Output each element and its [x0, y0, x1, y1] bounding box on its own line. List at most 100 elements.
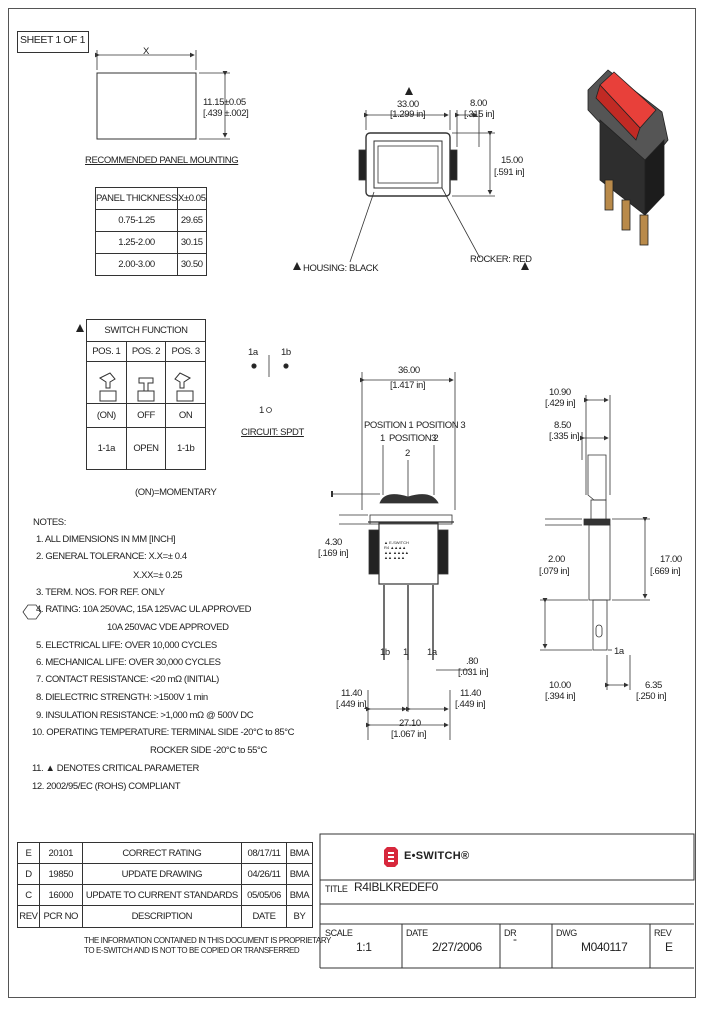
note-item: 1. ALL DIMENSIONS IN MM [INCH] — [36, 534, 176, 545]
side-d4-in: [.669 in] — [650, 566, 681, 577]
rev-header: PCR NO — [38, 905, 83, 928]
pos-header: POS. 1 — [86, 341, 127, 362]
rev-cell: 04/26/11 — [241, 863, 287, 885]
pos-symbol-cell — [125, 361, 167, 404]
rev-cell: 19850 — [38, 863, 83, 885]
panel-x-label: X — [143, 46, 149, 57]
rev-cell: 16000 — [38, 884, 83, 906]
panel-height-dim: 11.15±0.05 — [203, 97, 246, 108]
note-item: 2. GENERAL TOLERANCE: X.X=± 0.4 — [36, 551, 187, 562]
rev-cell: UPDATE TO CURRENT STANDARDS — [81, 884, 243, 906]
left-dim: 11.40 — [341, 688, 363, 699]
rev-header: REV — [17, 905, 40, 928]
title-label: TITLE — [325, 884, 348, 894]
panel-header-x: X±0.05 — [176, 187, 207, 210]
note-item: 11. ▲ DENOTES CRITICAL PARAMETER — [32, 763, 199, 774]
note-item: 5. ELECTRICAL LIFE: OVER 10,000 CYCLES — [36, 640, 217, 651]
top-view — [349, 110, 495, 263]
note-item: X.XX=± 0.25 — [133, 570, 183, 581]
position-2-label: POSITION 2 — [389, 433, 439, 444]
rev-cell: 08/17/11 — [241, 842, 287, 864]
panel-cell: 29.65 — [176, 209, 207, 232]
note-item: 6. MECHANICAL LIFE: OVER 30,000 CYCLES — [36, 657, 221, 668]
pos-header: POS. 2 — [125, 341, 167, 362]
rev-cell: 20101 — [38, 842, 83, 864]
rev-cell: BMA — [285, 863, 314, 885]
panel-header-thickness: PANEL THICKNESS — [95, 187, 178, 210]
note-item: 9. INSULATION RESISTANCE: >1,000 mΩ @ 50… — [36, 710, 254, 721]
panel-height-dim-in: [.439 ±.002] — [203, 108, 249, 119]
side-view — [540, 395, 650, 690]
top-width-dim-in: [1.299 in] — [390, 109, 426, 120]
panel-cutout — [96, 72, 197, 140]
term-thk-dim-in: [.031 in] — [458, 667, 489, 678]
term-thk-dim: .80 — [466, 656, 479, 667]
note-item: 3. TERM. NOS. FOR REF. ONLY — [36, 587, 165, 598]
rev-cell: BMA — [285, 842, 314, 864]
side-d3-in: [.079 in] — [539, 566, 570, 577]
switch-function-title: SWITCH FUNCTION — [86, 319, 206, 342]
panel-cell: 1.25-2.00 — [95, 231, 178, 254]
rev-cell: 05/05/06 — [241, 884, 287, 906]
brand-name: E•SWITCH® — [404, 850, 470, 862]
note-item: 10A 250VAC VDE APPROVED — [107, 622, 229, 633]
right-dim-in: [.449 in] — [455, 699, 486, 710]
housing-label: HOUSING: BLACK — [303, 263, 379, 274]
side-d6-in: [.250 in] — [636, 691, 667, 702]
panel-cell: 30.15 — [176, 231, 207, 254]
rev-label: REV — [654, 928, 672, 938]
date-label: DATE — [406, 928, 428, 938]
bottom-dim: 27.10 — [399, 718, 421, 729]
circuit-1b: 1b — [281, 347, 291, 358]
side-d2: 8.50 — [554, 420, 571, 431]
rev-header: DATE — [241, 905, 287, 928]
pos-connection: 1-1a — [86, 427, 127, 470]
pos-state: (ON) — [86, 403, 127, 428]
scale-label: SCALE — [325, 928, 353, 938]
front-height-dim-in: [.169 in] — [318, 548, 349, 559]
pos-symbol-cell — [165, 361, 206, 404]
rocker-label: ROCKER: RED — [470, 254, 532, 265]
panel-cell: 2.00-3.00 — [95, 253, 178, 276]
rev-header: BY — [285, 905, 314, 928]
pos-state: OFF — [125, 403, 167, 428]
eswitch-logo-icon — [383, 846, 399, 873]
disclaimer-line-2: TO E-SWITCH AND IS NOT TO BE COPIED OR T… — [84, 946, 300, 955]
term-1b: 1b — [380, 647, 390, 658]
rocker-3d-render — [587, 69, 669, 246]
side-d1: 10.90 — [549, 387, 571, 398]
front-view — [331, 372, 470, 740]
panel-caption: RECOMMENDED PANEL MOUNTING — [85, 155, 239, 166]
right-dim: 11.40 — [460, 688, 482, 699]
position-3-label: POSITION 3 — [416, 420, 466, 431]
sheet-box — [17, 31, 89, 53]
rev-cell: E — [17, 842, 40, 864]
part-title: R4IBLKREDEF0 — [354, 880, 438, 894]
circuit-diagram — [251, 355, 289, 413]
date-value: 2/27/2006 — [432, 940, 482, 954]
rev-header: DESCRIPTION — [81, 905, 243, 928]
dwg-value: M040117 — [581, 940, 628, 954]
left-dim-in: [.449 in] — [336, 699, 367, 710]
note-item: 10. OPERATING TEMPERATURE: TERMINAL SIDE… — [32, 727, 295, 738]
disclaimer-line-1: THE INFORMATION CONTAINED IN THIS DOCUME… — [84, 936, 331, 945]
side-d5: 10.00 — [549, 680, 571, 691]
pos-num-1: 1 — [380, 433, 385, 444]
pos-state: ON — [165, 403, 206, 428]
side-d6: 6.35 — [645, 680, 662, 691]
rev-cell: CORRECT RATING — [81, 842, 243, 864]
front-height-dim: 4.30 — [325, 537, 342, 548]
dwg-label: DWG — [556, 928, 577, 938]
rev-value: E — [665, 940, 673, 954]
term-1a: 1a — [427, 647, 437, 658]
panel-cell: 0.75-1.25 — [95, 209, 178, 232]
note-item: 4. RATING: 10A 250VAC, 15A 125VAC UL APP… — [36, 604, 252, 615]
dr-label: DR — [504, 928, 517, 938]
top-width-dim: 33.00 — [397, 99, 419, 110]
pos-num-2: 2 — [405, 448, 410, 459]
note-item: 12. 2002/95/EC (ROHS) COMPLIANT — [32, 781, 181, 792]
circuit-caption: CIRCUIT: SPDT — [241, 427, 304, 438]
